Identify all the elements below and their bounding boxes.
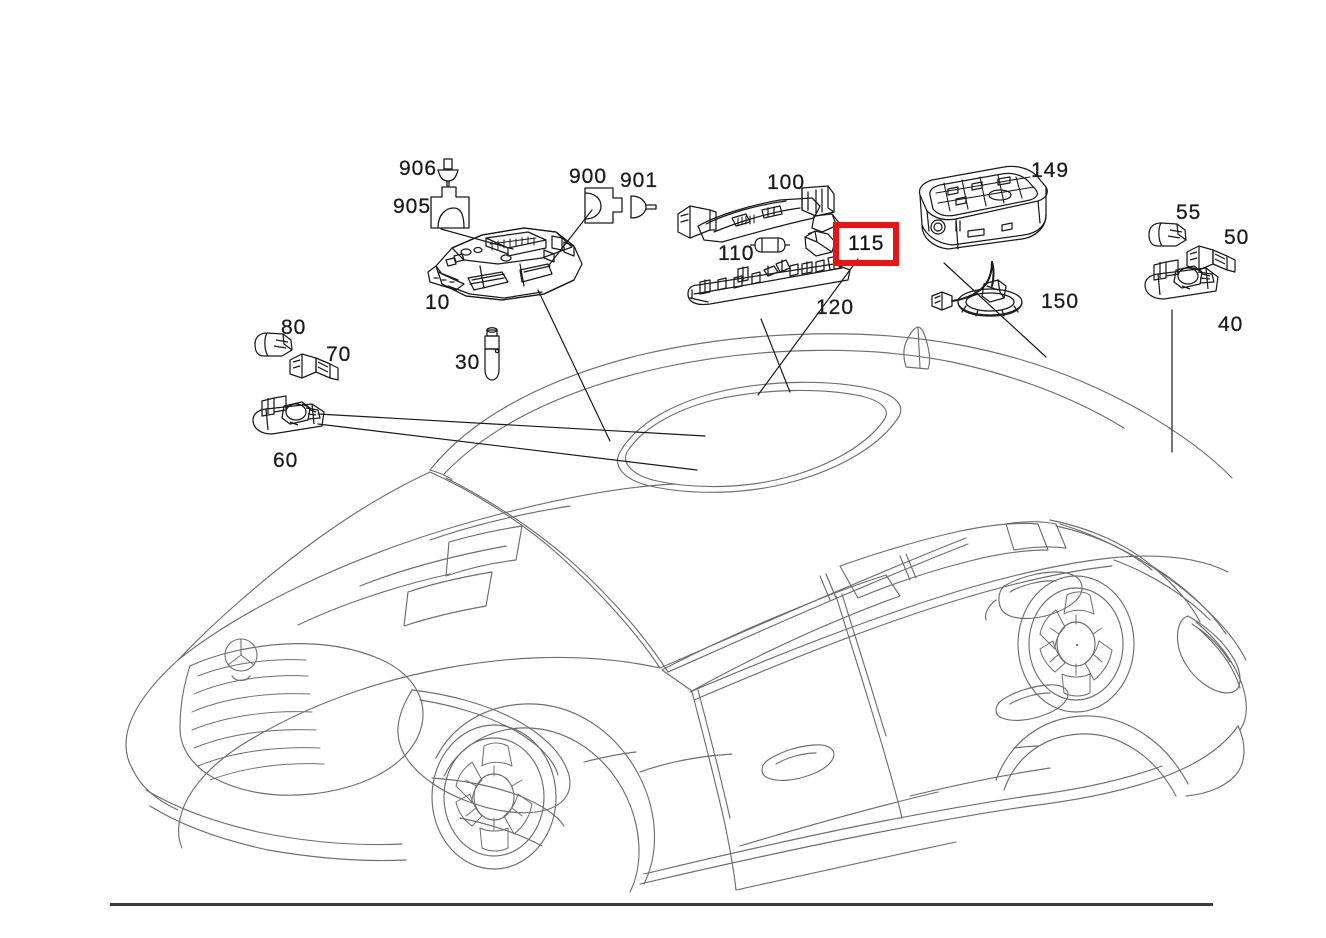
part-30-art [480, 327, 504, 382]
part-905-art [428, 186, 472, 232]
callout-30[interactable]: 30 [455, 351, 481, 374]
part-55-art [1146, 222, 1192, 252]
leader-60b [317, 423, 698, 471]
callout-60[interactable]: 60 [273, 449, 299, 472]
part-901-art [628, 194, 658, 220]
part-60-art [250, 392, 328, 438]
callout-40[interactable]: 40 [1218, 313, 1244, 336]
callout-55[interactable]: 55 [1176, 201, 1202, 224]
callout-110[interactable]: 110 [718, 242, 755, 265]
leader-10 [537, 289, 611, 442]
callout-901[interactable]: 901 [620, 169, 659, 192]
footer-divider [110, 903, 1213, 906]
part-149-art [910, 165, 1050, 270]
leader-905 [440, 228, 514, 250]
callout-80[interactable]: 80 [281, 316, 307, 339]
callout-905[interactable]: 905 [393, 195, 432, 218]
callout-70[interactable]: 70 [326, 343, 352, 366]
callout-149[interactable]: 149 [1031, 159, 1070, 182]
part-115-art [802, 228, 840, 258]
leader-120 [760, 318, 791, 393]
callout-10[interactable]: 10 [425, 291, 451, 314]
callout-100[interactable]: 100 [767, 171, 806, 194]
callout-50[interactable]: 50 [1224, 226, 1250, 249]
part-100-art [676, 184, 846, 256]
part-900-art [583, 186, 625, 226]
part-80-art [252, 332, 298, 362]
callout-906[interactable]: 906 [399, 157, 438, 180]
leader-149 [943, 262, 1047, 358]
part-10-art [424, 208, 592, 304]
callout-115[interactable]: 115 [833, 222, 900, 266]
part-70-art [288, 352, 340, 388]
leader-60a [317, 413, 706, 437]
part-150-art [930, 256, 1035, 318]
callout-120[interactable]: 120 [816, 296, 855, 319]
part-40-art [1142, 255, 1222, 305]
part-50-art [1185, 244, 1237, 280]
callout-150[interactable]: 150 [1041, 290, 1080, 313]
part-906-art [435, 158, 461, 188]
callout-900[interactable]: 900 [569, 165, 608, 188]
part-110-art [748, 236, 792, 254]
